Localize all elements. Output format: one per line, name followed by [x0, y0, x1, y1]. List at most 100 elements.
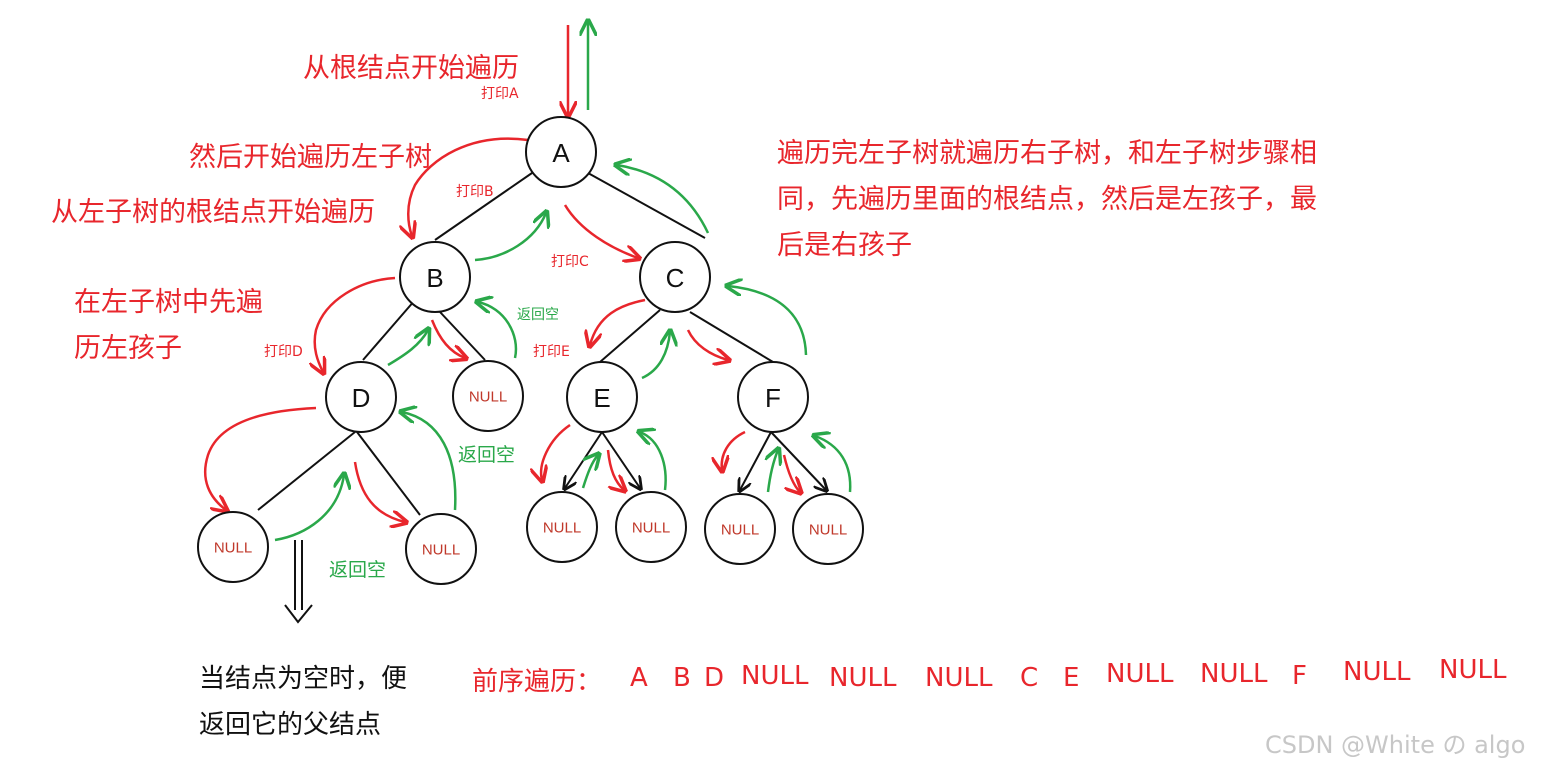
annotation-print-a: 打印A	[481, 86, 519, 102]
annotation-right-line3: 后是右孩子	[777, 230, 912, 261]
node-e	[566, 361, 638, 433]
arrow-b-to-d	[315, 276, 396, 372]
preorder-item: A	[630, 663, 648, 693]
label-null-f-left: NULL	[721, 522, 759, 539]
annotation-left-first-line1: 在左子树中先遍	[74, 287, 263, 318]
node-a	[525, 116, 597, 188]
annotation-print-e: 打印E	[533, 344, 570, 360]
preorder-item: NULL	[1200, 659, 1268, 689]
double-down-arrow	[284, 540, 313, 624]
arrow-b-return-a	[474, 213, 546, 262]
footnote-line1: 当结点为空时，便	[199, 664, 408, 694]
red-traversal-arrows	[203, 25, 800, 522]
label-c: C	[666, 263, 685, 293]
arrow-null-return-d-left	[274, 475, 344, 542]
label-null-f-right: NULL	[809, 522, 847, 539]
footnote-line2: 返回它的父结点	[199, 710, 382, 740]
label-b: B	[426, 263, 443, 293]
annotation-left-first: 在左子树中先遍 历左孩子	[74, 280, 263, 372]
node-null-b	[452, 360, 524, 432]
edge-e-null-left	[565, 431, 603, 488]
arrow-null-return-d-right	[402, 412, 457, 511]
arrow-null-return-b	[478, 302, 518, 359]
label-null-e-right: NULL	[632, 520, 670, 537]
edge-f-null-right	[770, 431, 826, 490]
arrow-d-to-null-left	[203, 406, 317, 510]
preorder-item: NULL	[925, 663, 993, 693]
node-d	[325, 361, 397, 433]
node-labels: A B C D E F NULL NULL NULL NULL NULL NUL…	[214, 138, 847, 559]
arrow-f-to-null-right	[782, 454, 800, 492]
arrow-e-to-null-right	[606, 449, 624, 490]
tree-edges	[257, 172, 826, 516]
preorder-item: F	[1292, 661, 1307, 691]
footnote: 当结点为空时，便 返回它的父结点	[199, 656, 407, 748]
annotation-start-root: 从根结点开始遍历	[303, 53, 519, 84]
edge-a-b	[434, 172, 533, 241]
label-e: E	[593, 383, 610, 413]
arrow-e-to-null-left	[541, 423, 571, 480]
edge-c-e	[599, 309, 661, 363]
arrow-null-return-e-right	[640, 432, 667, 491]
arrow-c-to-e	[590, 298, 646, 345]
node-null-f-left	[704, 493, 776, 565]
edge-f-null-left	[740, 431, 772, 490]
preorder-item: NULL	[1343, 657, 1411, 687]
annotation-left-first-line2: 历左孩子	[74, 333, 182, 364]
label-null-d-left: NULL	[214, 540, 252, 557]
arrow-d-to-null-right	[353, 461, 405, 522]
arrow-f-return-c	[728, 286, 808, 356]
edge-a-c	[587, 172, 706, 239]
arrow-e-return-c	[641, 332, 670, 380]
label-d: D	[352, 383, 371, 413]
preorder-item: C	[1020, 663, 1039, 693]
annotation-print-b: 打印B	[456, 184, 494, 200]
preorder-item: NULL	[741, 661, 809, 691]
watermark: CSDN @White の algo	[1265, 731, 1526, 759]
arrow-f-to-null-left	[722, 430, 746, 470]
annotation-print-d: 打印D	[264, 344, 303, 360]
edge-d-null-left	[257, 431, 356, 511]
preorder-label: 前序遍历：	[472, 667, 603, 697]
preorder-item: D	[704, 663, 725, 693]
annotation-right-line1: 遍历完左子树就遍历右子树，和左子树步骤相	[777, 138, 1317, 169]
preorder-item: NULL	[829, 663, 897, 693]
arrow-null-return-f-left	[768, 450, 778, 493]
label-null-e-left: NULL	[543, 520, 581, 537]
arrow-c-return-a	[617, 165, 710, 234]
annotation-left-root: 从左子树的根结点开始遍历	[51, 197, 375, 228]
preorder-item: NULL	[1106, 659, 1174, 689]
edge-c-f	[689, 311, 774, 363]
annotation-return-null-d-left: 返回空	[329, 559, 387, 581]
arrow-d-return-b	[387, 330, 428, 367]
annotation-return-null-b: 返回空	[517, 307, 559, 323]
annotation-return-null-d-right: 返回空	[458, 444, 516, 466]
edge-e-null-right	[601, 431, 640, 488]
annotation-right-subtree: 遍历完左子树就遍历右子树，和左子树步骤相 同，先遍历里面的根结点，然后是左孩子，…	[777, 131, 1317, 269]
node-null-e-right	[615, 491, 687, 563]
label-a: A	[552, 138, 570, 168]
edge-b-d	[362, 299, 416, 361]
arrow-c-to-f	[686, 329, 728, 360]
preorder-item: E	[1063, 663, 1080, 693]
arrow-null-return-e-left	[581, 455, 598, 489]
node-null-e-left	[526, 491, 598, 563]
annotation-then-left: 然后开始遍历左子树	[189, 142, 432, 173]
arrow-null-return-f-right	[815, 436, 852, 493]
label-f: F	[765, 383, 781, 413]
node-circles	[197, 116, 864, 585]
arrow-a-to-b	[408, 137, 529, 236]
label-null-d-right: NULL	[422, 542, 460, 559]
node-b	[399, 241, 471, 313]
preorder-item: NULL	[1439, 655, 1507, 685]
arrow-a-to-c	[563, 204, 638, 258]
annotation-right-line2: 同，先遍历里面的根结点，然后是左孩子，最	[777, 184, 1317, 215]
annotation-print-c: 打印C	[551, 254, 589, 270]
edge-b-null	[439, 311, 486, 361]
arrow-b-to-null	[430, 319, 465, 358]
node-c	[639, 241, 711, 313]
green-return-arrows	[274, 22, 852, 542]
node-f	[737, 361, 809, 433]
preorder-item: B	[673, 663, 691, 693]
